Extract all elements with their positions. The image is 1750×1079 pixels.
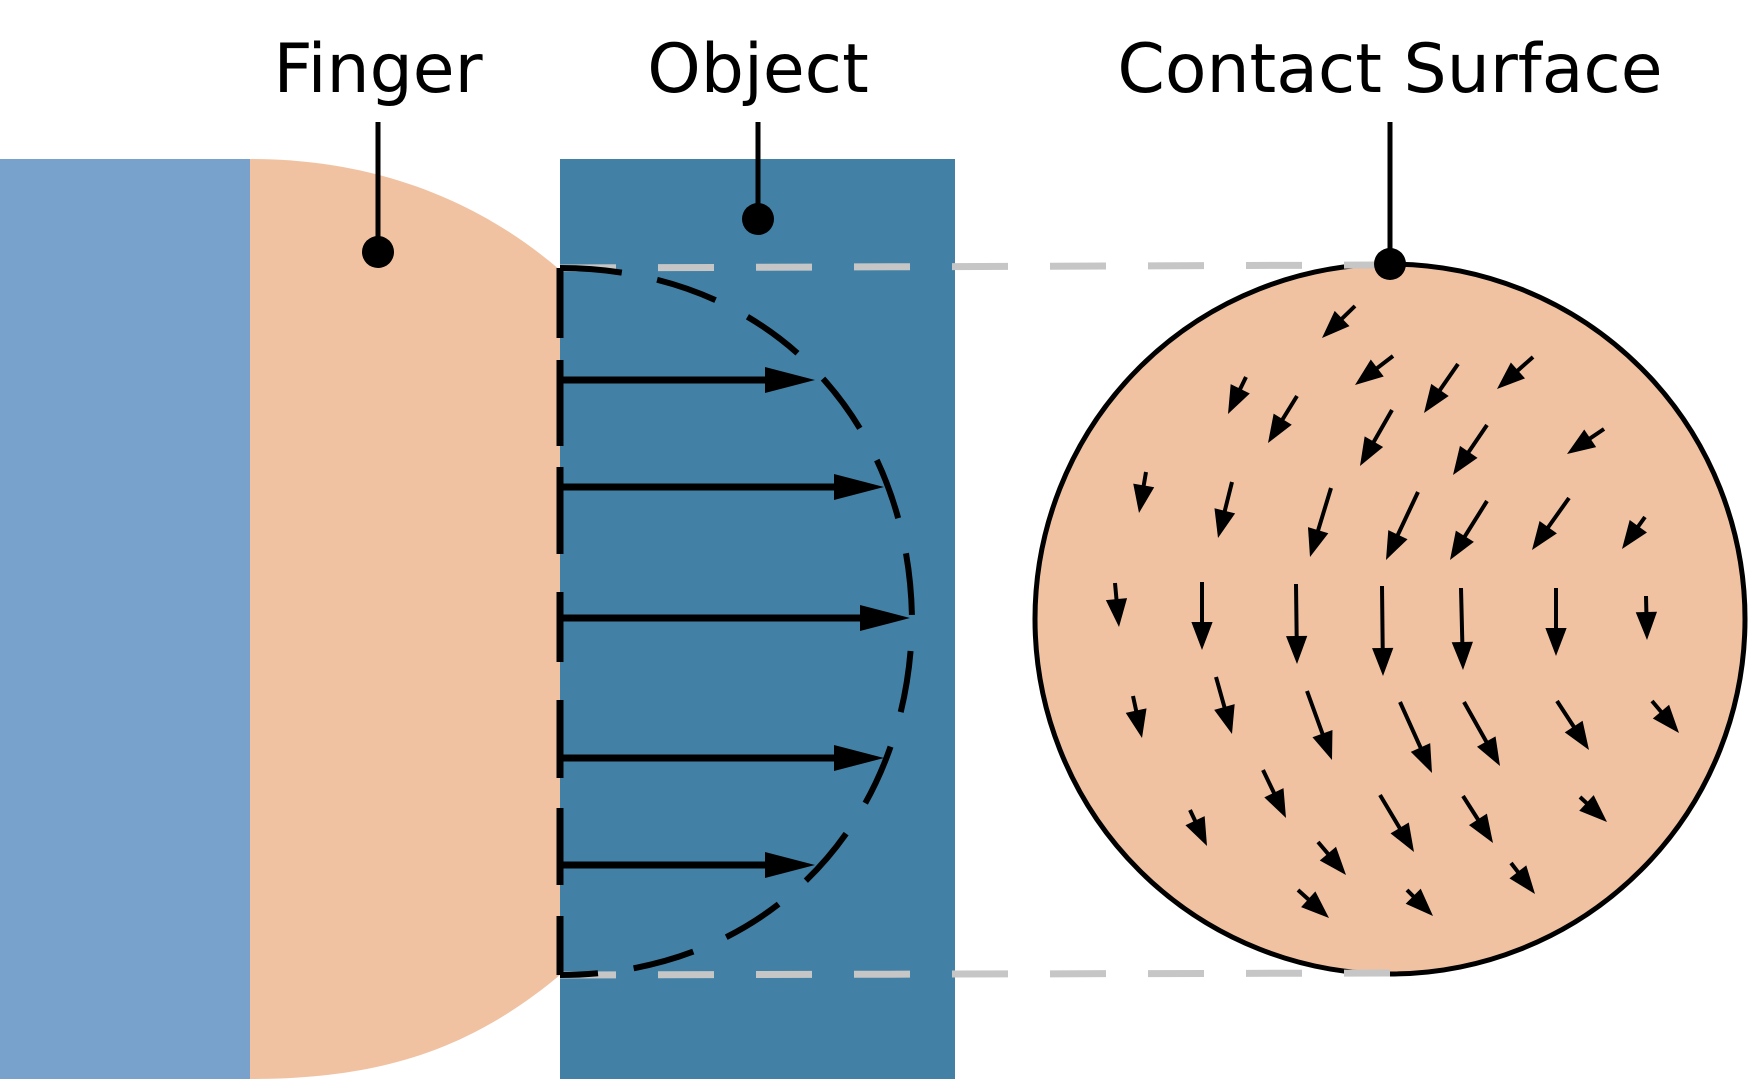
shear-arrow-shaft [1435,362,1460,396]
shear-arrow-head [1390,822,1414,852]
projection-top-line [559,261,1391,272]
shear-arrow-head [1191,622,1213,650]
shear-arrow-shaft [1460,499,1489,543]
finger-label: Finger [273,30,482,109]
shear-arrow-head [1268,413,1292,443]
shear-arrow-head [1424,383,1449,413]
shear-arrow-head [1451,641,1473,670]
shear-arrow-shaft [1393,491,1420,541]
shear-arrow-head [1564,720,1589,750]
shear-arrow-shaft [1459,587,1465,648]
pressure-arrow-head [834,745,884,771]
shear-arrow-head [1301,891,1329,918]
shear-arrow-head [1450,530,1474,560]
shear-arrow-head [1635,611,1658,640]
shear-arrow-head [1307,527,1329,557]
shear-arrow-head [1468,813,1493,843]
projection-bottom-line [559,969,1391,979]
finger-tip [250,159,560,1079]
shear-arrow-head [1509,865,1535,894]
shear-arrow-head [1228,384,1250,414]
shear-arrow-shaft [1463,423,1489,458]
finger-callout-dot [362,236,394,268]
shear-arrow-head [1322,310,1350,338]
shear-arrow-head [1622,520,1647,549]
object-callout-dot [742,203,774,235]
shear-arrow-head [1286,635,1308,664]
shear-arrow-head [1386,530,1408,560]
contact-surface-label: Contact Surface [1117,30,1662,109]
shear-arrow-head [1532,521,1557,550]
shear-arrow-head [1319,846,1346,875]
shear-arrow-head [1372,647,1394,676]
pressure-arrow-head [765,367,815,393]
shear-arrow-head [1405,888,1433,916]
pressure-arrow-head [860,605,910,631]
shear-arrow-shaft [1398,701,1425,754]
shear-arrow-head [1476,736,1500,766]
shear-arrow-head [1214,704,1235,734]
shear-arrow-shaft [1214,676,1228,713]
shear-arrow-head [1214,508,1236,538]
shear-arrow-head [1312,730,1333,760]
shear-arrow-shaft [1221,481,1234,517]
finger-base [0,159,251,1079]
shear-arrow-head [1105,598,1128,627]
shear-arrow-head [1185,816,1207,846]
shear-arrow-head [1497,362,1525,389]
shear-arrow-shaft [1378,793,1405,834]
shear-arrow-shaft [1369,409,1394,448]
pressure-arrows [556,360,910,885]
shear-arrow-shaft [1462,701,1491,748]
pressure-arrow-head [834,474,884,500]
shear-arrow-head [1355,359,1384,385]
shear-arrow-shaft [1294,583,1299,642]
shear-arrow-head [1453,445,1478,475]
shear-arrow-head [1579,795,1607,822]
shear-arrow-head [1410,743,1432,773]
shear-arrow-head [1567,429,1597,454]
shear-arrow-head [1360,436,1384,466]
shear-arrow-shaft [1380,585,1385,654]
shear-arrow-shaft [1555,699,1579,733]
shear-arrow-head [1652,704,1679,733]
shear-arrow-head [1264,788,1286,818]
shear-arrow-shaft [1543,496,1571,533]
pressure-arrow-head [765,852,815,878]
shear-arrow-shaft [1305,690,1327,740]
contact-surface-callout-dot [1374,248,1406,280]
shear-arrows [1105,304,1679,918]
shear-arrow-shaft [1314,487,1333,537]
shear-arrow-head [1545,628,1567,656]
pressure-profile-curve [559,265,916,978]
shear-arrow-head [1125,708,1147,738]
shear-arrow-head [1133,483,1155,513]
object-label: Object [647,30,868,109]
